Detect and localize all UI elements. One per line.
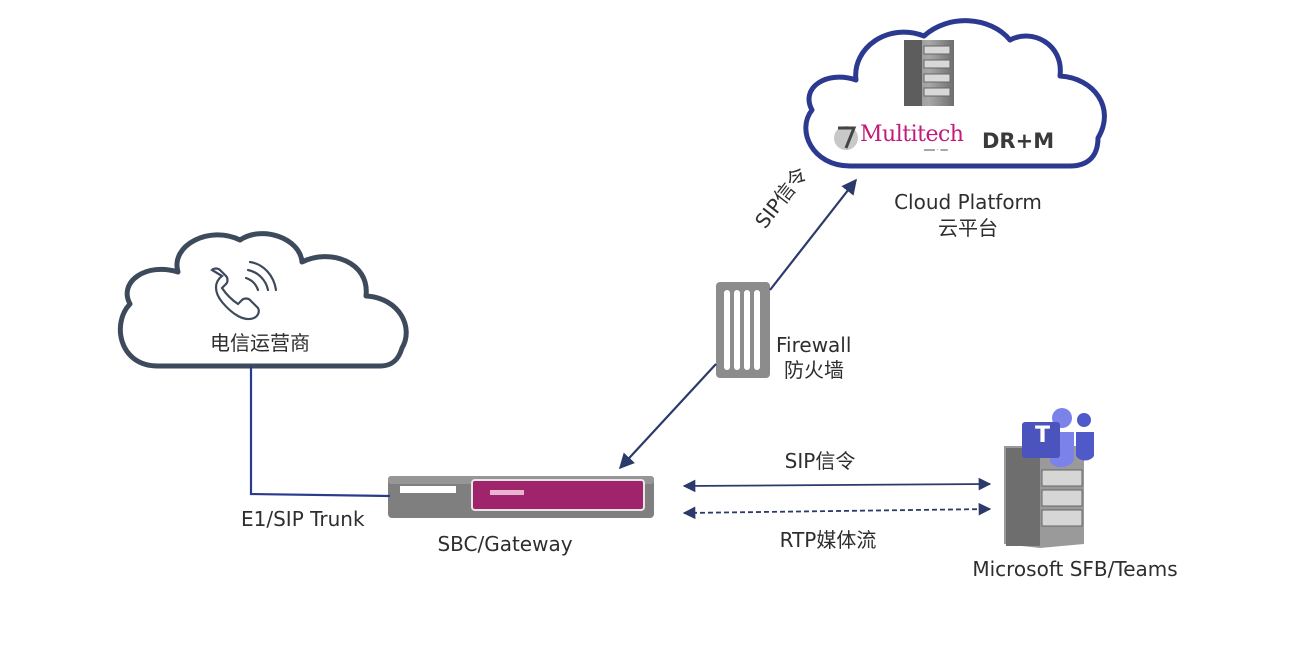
cloud-server-icon — [904, 40, 954, 106]
logo-subtext: ═══ · ══ — [924, 147, 948, 154]
firewall-label-en: Firewall — [776, 333, 852, 357]
multitech-logo: Multitech ═══ · ══ — [834, 120, 966, 156]
sbc-gateway-device — [388, 476, 654, 518]
rtp-teams-arrow — [682, 502, 992, 520]
trunk-link — [249, 366, 391, 498]
logo-text: Multitech — [860, 122, 964, 147]
teams-badge: T — [1035, 423, 1051, 448]
sbc-firewall-link — [618, 363, 717, 470]
rtp-teams-label: RTP媒体流 — [779, 528, 877, 552]
product-label: DR+M — [982, 129, 1055, 153]
teams-label: Microsoft SFB/Teams — [972, 557, 1178, 581]
cloud-platform-label-zh: 云平台 — [938, 216, 998, 240]
phone-icon — [210, 260, 278, 321]
carrier-label: 电信运营商 — [210, 331, 310, 355]
sip-teams-label: SIP信令 — [784, 449, 856, 473]
firewall-cloud-link — [769, 178, 857, 291]
firewall-icon — [716, 282, 770, 378]
sip-teams-arrow — [682, 477, 992, 493]
trunk-label: E1/SIP Trunk — [241, 507, 365, 531]
carrier-cloud-shape — [117, 231, 409, 369]
multitech-logo-emblem — [834, 126, 858, 150]
teams-server-icon — [1004, 408, 1094, 548]
cloud-platform-label-en: Cloud Platform — [894, 190, 1042, 214]
cloud-platform-shape — [803, 18, 1107, 169]
firewall-label-zh: 防火墙 — [784, 358, 844, 382]
sbc-label: SBC/Gateway — [437, 532, 573, 556]
